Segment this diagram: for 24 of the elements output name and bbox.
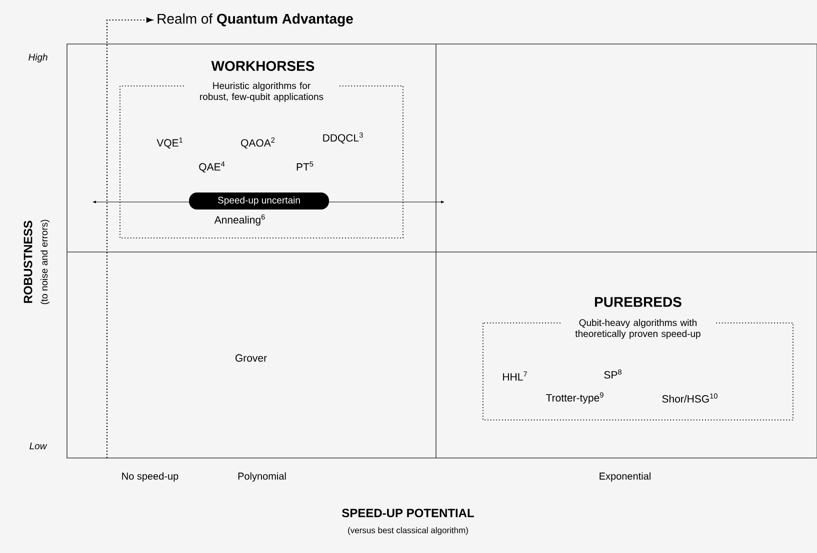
- axis-subtitle: (to noise and errors): [40, 220, 50, 304]
- heading: Realm of Quantum Advantage: [158, 13, 353, 27]
- category-label: Exponential: [600, 472, 650, 482]
- algorithm-label: PT$^{5}$: [296, 161, 314, 170]
- algorithm-label: SP$^{8}$: [604, 369, 622, 379]
- tick-label: Low: [30, 442, 48, 450]
- tick-label: High: [28, 54, 48, 62]
- algorithm-label: Grover: [236, 354, 267, 362]
- algorithm-label: QAE$^{4}$: [199, 161, 225, 172]
- algorithm-label: Shor/HSG$^{10}$: [662, 393, 718, 403]
- label-pill: Speed-up uncertain: [189, 192, 329, 210]
- axis-subtitle: (versus best classical algorithm): [348, 527, 468, 535]
- node-label: PUREBREDS: [594, 297, 682, 307]
- node-label: WORKHORSES: [211, 61, 314, 71]
- algorithm-label: VQE$^{1}$: [156, 137, 183, 148]
- leader-line: [106, 17, 153, 458]
- algorithm-label: HHL$^{7}$: [503, 371, 527, 380]
- algorithm-label: Trotter-type$^{9}$: [546, 392, 604, 404]
- axis-title: ROBUSTNESS: [24, 220, 32, 303]
- axis-title: SPEED-UP POTENTIAL: [342, 508, 474, 518]
- algorithm-label: DDQCL$^{3}$: [323, 132, 363, 144]
- algorithm-label: QAOA$^{2}$: [241, 137, 275, 149]
- category-label: No speed-up: [122, 472, 178, 482]
- category-label: Polynomial: [238, 472, 286, 482]
